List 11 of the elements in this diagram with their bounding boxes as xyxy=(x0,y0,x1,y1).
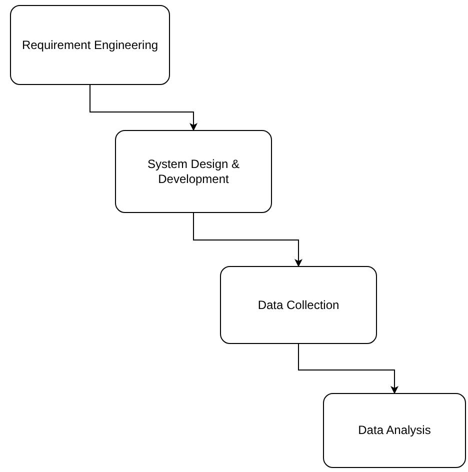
box-label: System Design & Development xyxy=(146,156,241,186)
box-label: Requirement Engineering xyxy=(22,38,158,52)
process-box xyxy=(220,266,377,344)
box-label: Data Collection xyxy=(258,298,340,312)
arrow xyxy=(90,84,198,131)
arrow xyxy=(298,344,398,394)
arrow xyxy=(193,212,302,267)
box-label: Data Analysis xyxy=(358,423,431,438)
process-box xyxy=(115,130,272,213)
process-box xyxy=(323,393,466,468)
process-box xyxy=(10,5,170,85)
